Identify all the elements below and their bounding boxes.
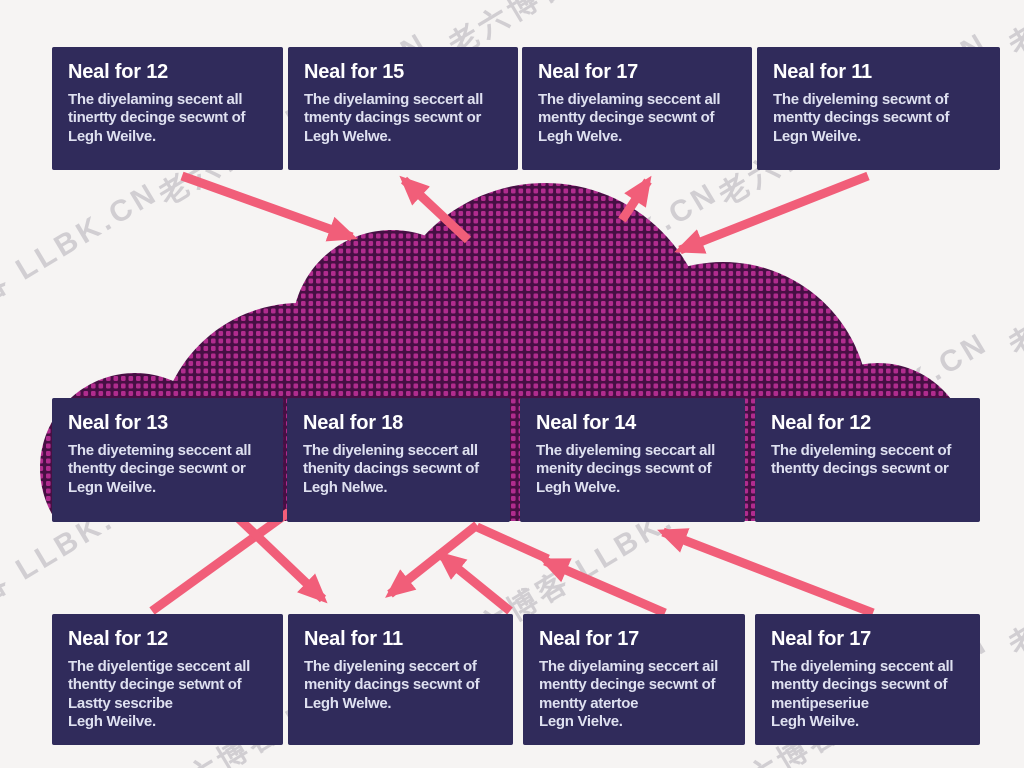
card-body: The diyeleming seccart all menity decing… bbox=[536, 442, 715, 496]
arrow-top-2 bbox=[399, 175, 472, 244]
arrow-bottom-1 bbox=[149, 508, 292, 615]
card-title: Neal for 12 bbox=[771, 412, 872, 434]
info-card: Neal for 13 The diyeteming seccent all t… bbox=[52, 398, 283, 522]
arrow-bottom-6 bbox=[657, 527, 875, 618]
card-title: Neal for 12 bbox=[68, 628, 169, 650]
info-card: Neal for 12 The diyelaming secent all ti… bbox=[52, 47, 283, 170]
info-card: Neal for 11 The diyeleming secwnt of men… bbox=[757, 47, 1000, 170]
card-body: The diyeleming secwnt of mentty decings … bbox=[773, 91, 950, 145]
info-card: Neal for 17 The diyeleming seccent all m… bbox=[755, 614, 980, 745]
card-body: The diyelaming secent all tinertty decin… bbox=[68, 91, 246, 145]
arrow-bottom-2 bbox=[231, 511, 328, 604]
card-title: Neal for 17 bbox=[539, 628, 640, 650]
card-title: Neal for 14 bbox=[536, 412, 637, 434]
card-title: Neal for 13 bbox=[68, 412, 169, 434]
arrow-top-3 bbox=[618, 175, 652, 223]
card-title: Neal for 11 bbox=[304, 628, 403, 650]
card-body: The diyelening seccert of menity dacings… bbox=[304, 658, 480, 712]
info-card: Neal for 14 The diyeleming seccart all m… bbox=[520, 398, 745, 522]
info-card: Neal for 17 The diyelaming seccert ail m… bbox=[523, 614, 745, 745]
card-body: The diyelening seccert all thenity dacin… bbox=[303, 442, 479, 496]
card-body: The diyelaming seccent all mentty decing… bbox=[538, 91, 721, 145]
connector-arrows bbox=[149, 171, 875, 618]
info-card: Neal for 12 The diyeleming seccent of th… bbox=[755, 398, 980, 522]
card-body: The diyelentige seccent all thentty deci… bbox=[68, 658, 250, 730]
card-title: Neal for 11 bbox=[773, 61, 872, 83]
info-card: Neal for 15 The diyelaming seccert all t… bbox=[288, 47, 518, 170]
card-title: Neal for 12 bbox=[68, 61, 169, 83]
card-body: The diyelaming seccert all tmenty dacing… bbox=[304, 91, 483, 145]
card-body: The diyelaming seccert ail mentty decing… bbox=[539, 658, 718, 730]
card-body: The diyeteming seccent all thentty decin… bbox=[68, 442, 252, 496]
card-title: Neal for 17 bbox=[771, 628, 872, 650]
card-title: Neal for 18 bbox=[303, 412, 404, 434]
card-title: Neal for 15 bbox=[304, 61, 405, 83]
cloud-shape bbox=[40, 183, 970, 521]
arrow-bottom-3 bbox=[436, 551, 513, 615]
arrow-top-4 bbox=[674, 171, 870, 255]
info-card: Neal for 17 The diyelaming seccent all m… bbox=[522, 47, 752, 170]
info-card: Neal for 11 The diyelening seccert of me… bbox=[288, 614, 513, 745]
arrow-bottom-4 bbox=[385, 521, 480, 598]
arrow-bottom-5-tail bbox=[475, 522, 550, 564]
info-card: Neal for 12 The diyelentige seccent all … bbox=[52, 614, 283, 745]
card-title: Neal for 17 bbox=[538, 61, 639, 83]
card-body: The diyeleming seccent of thentty decing… bbox=[771, 442, 952, 478]
arrow-bottom-5 bbox=[539, 556, 667, 618]
arrow-top-1 bbox=[180, 171, 358, 242]
card-body: The diyeleming seccent all mentty decing… bbox=[771, 658, 954, 730]
info-card: Neal for 18 The diyelening seccert all t… bbox=[287, 398, 510, 522]
